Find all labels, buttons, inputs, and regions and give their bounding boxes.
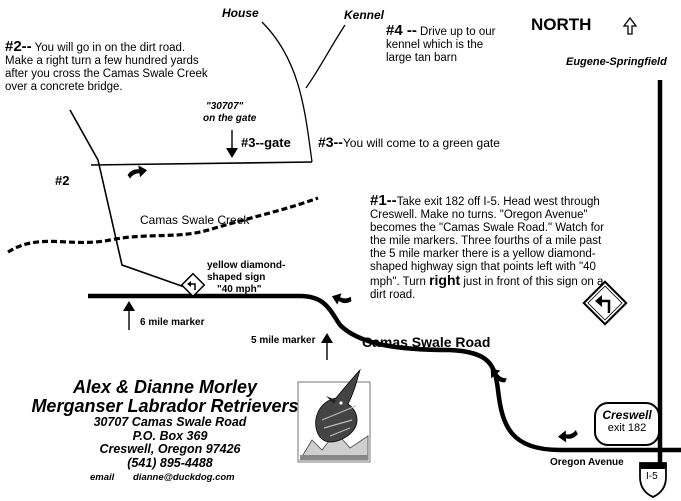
contact-name: Alex & Dianne Morley [72, 377, 258, 397]
step2-directions: #2-- You will go in on the dirt road. Ma… [5, 38, 210, 94]
contact-block: Alex & Dianne Morley Merganser Labrador … [30, 378, 300, 416]
dirt-road [69, 109, 194, 291]
step1-text-a: Take exit 182 off I-5. Head west through… [370, 196, 605, 288]
business-name: Merganser Labrador Retrievers [31, 396, 299, 416]
creswell-exit-box: Creswell exit 182 [594, 402, 660, 446]
step4-number: #4 -- [386, 22, 417, 39]
step3-directions: #3--You will come to a green gate [318, 134, 500, 150]
step3-text: You will come to a green gate [342, 136, 500, 150]
kennel-drive [305, 24, 346, 89]
direction-arrow-icon [557, 430, 578, 443]
oregon-avenue-label: Oregon Avenue [550, 457, 624, 468]
i5-shield-label: I-5 [646, 471, 658, 482]
step4-text: Drive up to our kennel which is the larg… [386, 26, 496, 64]
step4-directions: #4 -- Drive up to our kennel which is th… [386, 22, 506, 65]
gate-code-line2: on the gate [203, 113, 257, 124]
north-arrow-icon [622, 16, 638, 35]
direction-arrow-icon [490, 368, 507, 383]
step2-marker-label: #2 [55, 173, 70, 188]
yellow-sign-line3: "40 mph" [217, 284, 262, 295]
creswell-label: Creswell [602, 408, 652, 422]
gate-code-line1: "30707" [206, 101, 244, 112]
step1-number: #1-- [370, 192, 397, 209]
step1-directions: #1--Take exit 182 off I-5. Head west thr… [370, 192, 618, 302]
eugene-springfield-label: Eugene-Springfield [566, 56, 667, 68]
step1-text-b: just in front of this sign on a dirt roa… [370, 276, 604, 301]
camas-swale-road [88, 293, 681, 453]
step3-number: #3-- [318, 134, 343, 150]
phone-number: (541) 895-4488 [127, 455, 213, 470]
street-address: 30707 Camas Swale Road [93, 415, 247, 429]
gate-arrow-icon [226, 130, 238, 158]
exit-182-label: exit 182 [607, 422, 647, 434]
email-label: email [90, 472, 115, 483]
yellow-sign-line1: yellow diamond- [207, 260, 286, 271]
left-turn-sign-icon [582, 280, 628, 326]
direction-arrow-icon [331, 293, 352, 305]
six-mile-up-arrow-icon [123, 301, 135, 330]
house-label: House [222, 6, 259, 20]
email-address: dianne@duckdog.com [133, 472, 235, 483]
step2-number: #2-- [5, 38, 32, 55]
left-turn-sign-icon [180, 272, 206, 298]
step1-right: right [429, 272, 461, 288]
direction-arrow-icon [127, 165, 148, 179]
interstate-shield-icon [639, 462, 667, 498]
gate-road [90, 161, 313, 166]
step3-gate-label: #3--gate [241, 135, 291, 150]
five-mile-up-arrow-icon [321, 333, 333, 360]
yellow-sign-line2: shaped sign [207, 272, 266, 283]
north-label: NORTH [531, 15, 592, 34]
po-box: P.O. Box 369 [132, 428, 208, 443]
five-mile-marker-label: 5 mile marker [251, 335, 316, 346]
address-block: 30707 Camas Swale Road P.O. Box 369 Cres… [60, 415, 280, 470]
six-mile-marker-label: 6 mile marker [140, 317, 205, 328]
camas-swale-creek-label: Camas Swale Creek [140, 213, 250, 227]
kennel-label: Kennel [344, 8, 385, 22]
duck-logo-icon [297, 368, 371, 463]
city-state-zip: Creswell, Oregon 97426 [99, 442, 241, 456]
camas-swale-creek [7, 196, 319, 254]
camas-swale-road-label: Camas Swale Road [362, 334, 491, 350]
step2-text: You will go in on the dirt road. Make a … [5, 42, 208, 93]
house-drive [261, 21, 313, 163]
